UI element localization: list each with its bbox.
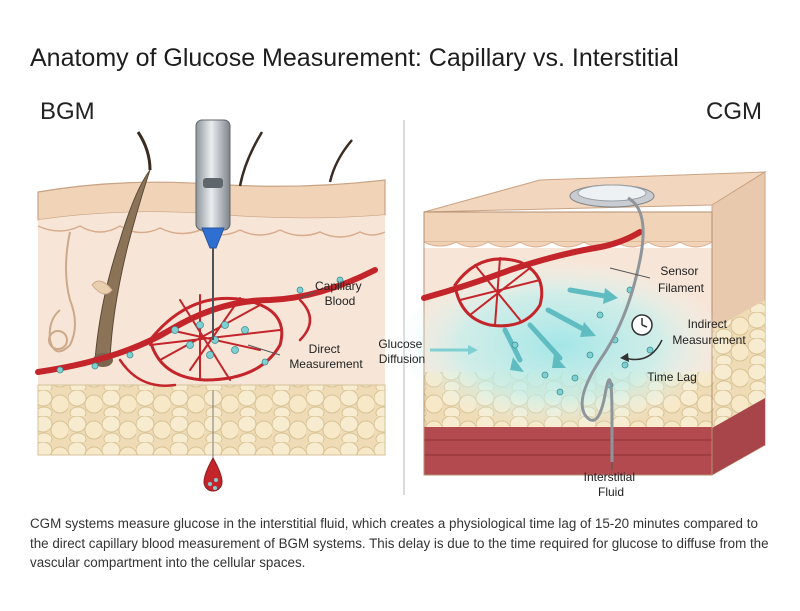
cgm-panel-label: CGM bbox=[706, 98, 762, 125]
hair-follicle bbox=[48, 131, 353, 367]
label-interstitial-fluid: Interstitial Fluid bbox=[584, 470, 639, 499]
bgm-capillary-network bbox=[35, 267, 378, 387]
diagram-title: Anatomy of Glucose Measurement: Capillar… bbox=[30, 44, 679, 72]
cgm-epidermis bbox=[423, 211, 713, 243]
label-sensor-filament: Sensor Filament bbox=[658, 264, 705, 295]
label-indirect-measurement: Indirect Measurement bbox=[672, 317, 746, 347]
time-lag-arrow bbox=[624, 339, 663, 361]
blood-drop-icon bbox=[203, 456, 223, 492]
label-time-lag: Time Lag bbox=[647, 370, 697, 384]
cgm-sensor-icon bbox=[569, 184, 655, 208]
bgm-panel-label: BGM bbox=[40, 98, 95, 125]
interstitial-fluid-glow bbox=[395, 260, 725, 430]
bgm-fat-layer bbox=[38, 385, 385, 455]
label-direct-measurement: Direct Measurement bbox=[289, 342, 363, 371]
cgm-glucose-molecules bbox=[511, 286, 654, 396]
label-capillary-blood: Capillary Blood bbox=[315, 279, 365, 308]
clock-icon bbox=[631, 314, 653, 336]
caption-text: CGM systems measure glucose in the inter… bbox=[30, 516, 769, 570]
label-glucose-diffusion: Glucose Diffusion bbox=[378, 337, 425, 366]
cgm-muscle-layer bbox=[424, 427, 712, 475]
sensor-filament bbox=[580, 196, 645, 462]
cgm-capillary-network bbox=[421, 229, 643, 328]
lancet-icon bbox=[195, 119, 231, 460]
